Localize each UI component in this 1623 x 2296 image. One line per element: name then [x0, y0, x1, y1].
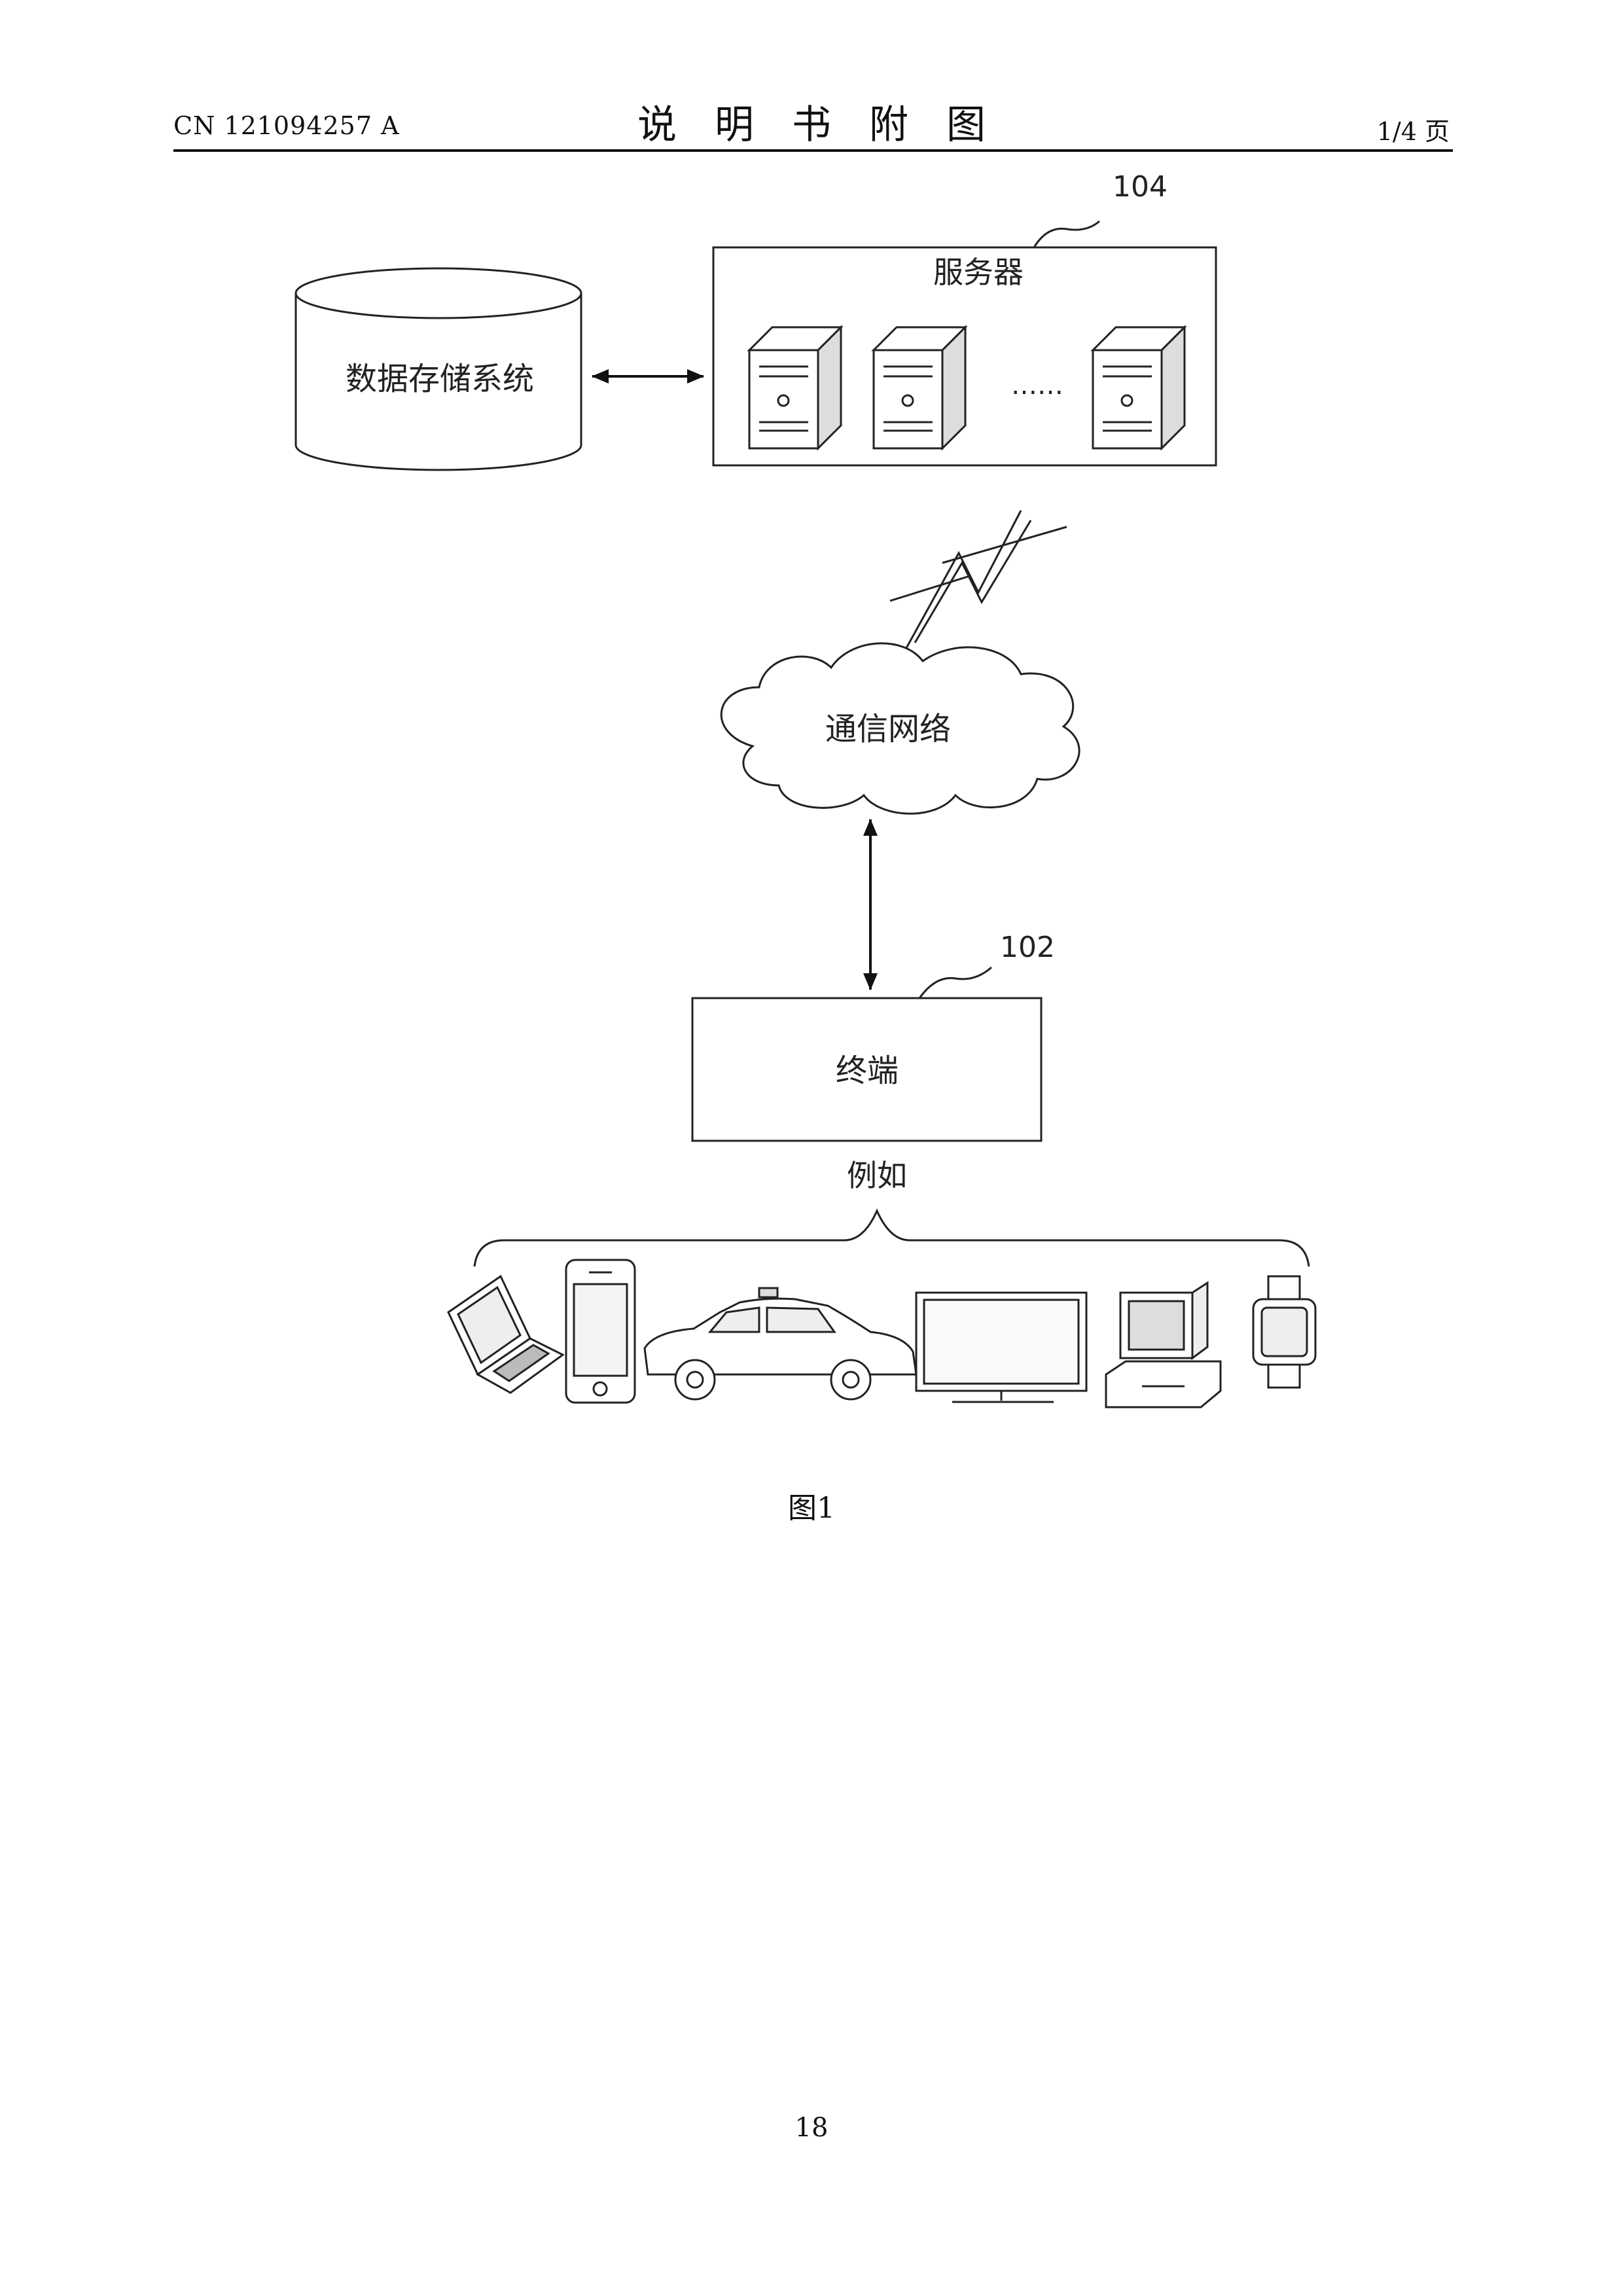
monitor-icon [916, 1293, 1086, 1402]
server-reference-number: 104 [1113, 170, 1168, 204]
storage-label: 数据存储系统 [346, 361, 534, 397]
terminal-reference-number: 102 [1000, 931, 1055, 964]
server-tower-icon [1093, 327, 1185, 448]
example-label: 例如 [847, 1158, 907, 1193]
desktop-computer-icon [1106, 1283, 1221, 1407]
server-tower-icon [749, 327, 841, 448]
page-number: 18 [0, 2113, 1623, 2143]
figure-caption: 图1 [0, 1484, 1623, 1526]
server-ellipsis: …… [1011, 370, 1063, 401]
server-ref-leader [1034, 221, 1099, 247]
server-label: 服务器 [933, 255, 1024, 290]
terminal-ref-leader [919, 967, 991, 998]
terminal-label: 终端 [836, 1052, 899, 1089]
device-group-brace [474, 1211, 1309, 1266]
laptop-icon [448, 1276, 563, 1393]
car-icon [645, 1288, 916, 1399]
wireless-link-icon [890, 511, 1067, 648]
smartwatch-icon [1253, 1276, 1315, 1388]
server-tower-icon [874, 327, 965, 448]
smartphone-icon [566, 1260, 635, 1403]
network-label: 通信网络 [825, 711, 951, 747]
